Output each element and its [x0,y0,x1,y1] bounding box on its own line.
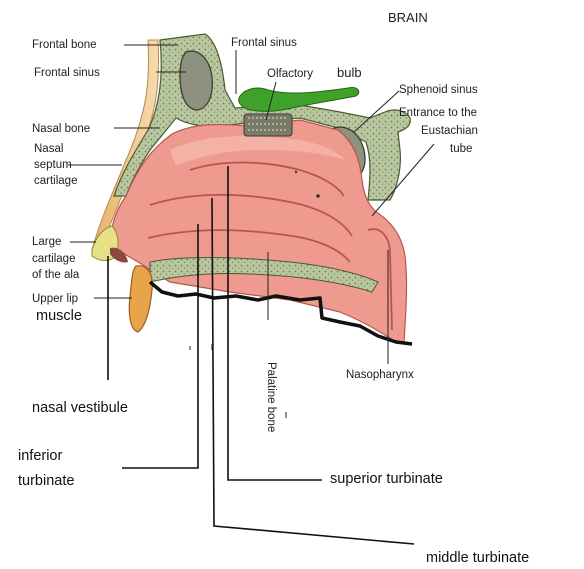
label-inferior-2: turbinate [18,473,74,489]
label-ala-3: of the ala [32,269,80,281]
label-septum-2: septum [34,159,72,171]
label-inferior-1: inferior [18,448,62,464]
label-nasopharynx: Nasopharynx [346,369,414,381]
label-septum-1: Nasal [34,143,63,155]
label-upper-lip: Upper lip [32,293,78,305]
title-brain: BRAIN [388,10,428,25]
label-eustachian-3: tube [450,143,472,155]
label-middle-turbinate: middle turbinate [426,550,529,566]
label-ala-1: Large [32,236,61,248]
label-eustachian-1: Entrance to the [399,107,477,119]
label-septum-3: cartilage [34,175,77,187]
label-nasal-vestibule: nasal vestibule [32,400,128,416]
label-olfactory-bulb: bulb [337,65,362,80]
label-muscle: muscle [36,308,82,324]
upper-lip [129,266,152,332]
label-nasal-bone: Nasal bone [32,123,90,135]
anatomy-illustration [92,34,412,344]
label-palatine-bone: Palatine bone [265,362,277,432]
label-olfactory: Olfactory [267,68,313,80]
label-frontal-sinus-top: Frontal sinus [231,37,297,49]
cribriform-plate [244,114,292,136]
label-frontal-bone: Frontal bone [32,39,97,51]
label-frontal-sinus-left: Frontal sinus [34,67,100,79]
label-sphenoid-sinus: Sphenoid sinus [399,84,478,96]
label-eustachian-2: Eustachian [421,125,478,137]
label-superior-turbinate: superior turbinate [330,471,443,487]
label-ala-2: cartilage [32,253,75,265]
